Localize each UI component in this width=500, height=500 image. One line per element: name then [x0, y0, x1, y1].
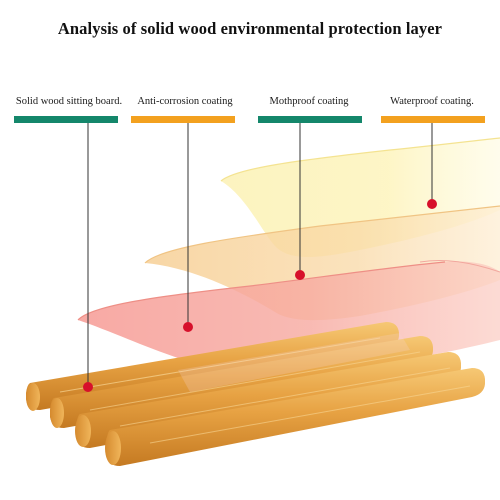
marker-solid-wood-board	[83, 382, 93, 392]
marker-waterproof	[427, 199, 437, 209]
label-bar-solid-wood-board	[14, 116, 118, 123]
marker-anti-corrosion	[183, 322, 193, 332]
marker-mothproof	[295, 270, 305, 280]
label-bar-mothproof-coating	[258, 116, 362, 123]
label-bar-waterproof-coating	[381, 116, 485, 123]
label-mothproof-coating: Mothproof coating	[269, 96, 349, 107]
wooden-bench-slats	[26, 322, 485, 466]
leader-lines	[87, 123, 433, 387]
label-anti-corrosion-coating: Anti-corrosion coating	[137, 96, 233, 107]
markers	[83, 199, 437, 392]
label-waterproof-coating: Waterproof coating.	[390, 96, 474, 107]
diagram-title: Analysis of solid wood environmental pro…	[57, 19, 443, 38]
label-bar-anti-corrosion-coating	[131, 116, 235, 123]
label-solid-wood-board: Solid wood sitting board.	[15, 96, 123, 107]
